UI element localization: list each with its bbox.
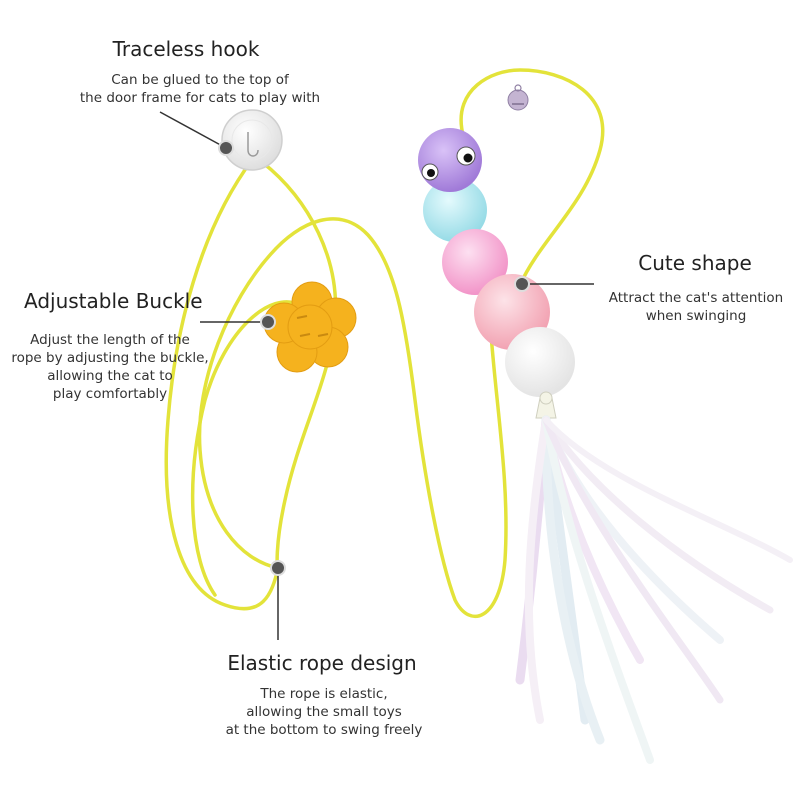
- elastic-rope-description: The rope is elastic, allowing the small …: [226, 685, 423, 739]
- buckle-pointer-dot: [260, 314, 276, 330]
- adjustable-buckle-description: Adjust the length of the rope by adjusti…: [11, 331, 208, 403]
- iridescent-tassel: [515, 415, 793, 764]
- traceless-hook-description: Can be glued to the top of the door fram…: [80, 71, 320, 107]
- cute-shape-description: Attract the cat's attention when swingin…: [609, 289, 783, 325]
- adjustable-buckle-line-3: allowing the cat to: [47, 368, 173, 384]
- elastic-rope-line-1: The rope is elastic,: [260, 686, 388, 702]
- traceless-hook-line-2: the door frame for cats to play with: [79, 90, 321, 106]
- elastic-rope-line-2: allowing the small toys: [246, 704, 402, 720]
- cute-shape-line-1: Attract the cat's attention: [608, 290, 784, 306]
- tassel-cap: [535, 391, 557, 419]
- adjustable-buckle-line-2: rope by adjusting the buckle,: [11, 350, 209, 366]
- traceless-hook: [221, 109, 283, 171]
- adjustable-buckle-title: Adjustable Buckle: [24, 289, 203, 313]
- adjustable-buckle: [263, 281, 357, 373]
- rope-pointer-dot: [270, 560, 286, 576]
- cute-pointer-dot: [514, 276, 530, 292]
- adjustable-buckle-line-4: play comfortably: [52, 386, 168, 402]
- traceless-hook-line-1: Can be glued to the top of: [111, 72, 289, 88]
- hook-pointer-dot: [218, 140, 234, 156]
- caterpillar-toy: [418, 128, 575, 397]
- elastic-rope-line-3: at the bottom to swing freely: [225, 722, 423, 738]
- traceless-hook-title: Traceless hook: [112, 37, 260, 61]
- adjustable-buckle-line-1: Adjust the length of the: [30, 332, 190, 348]
- elastic-rope-title: Elastic rope design: [227, 651, 417, 675]
- hook-pointer-line: [159, 111, 227, 149]
- googly-eyes: [421, 146, 476, 181]
- cute-shape-line-2: when swinging: [645, 308, 747, 324]
- bell: [507, 84, 529, 111]
- callout-pointers: [159, 111, 594, 640]
- cute-shape-title: Cute shape: [638, 251, 752, 275]
